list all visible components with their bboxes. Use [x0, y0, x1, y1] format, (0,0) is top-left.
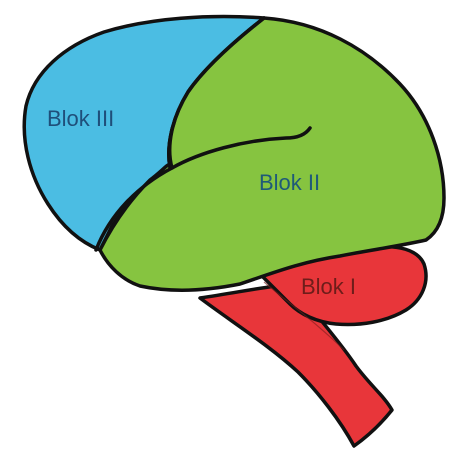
blok-ii-label: Blok II [259, 170, 320, 195]
blok-iii-label: Blok III [47, 106, 114, 131]
blok-i-label: Blok I [301, 274, 356, 299]
